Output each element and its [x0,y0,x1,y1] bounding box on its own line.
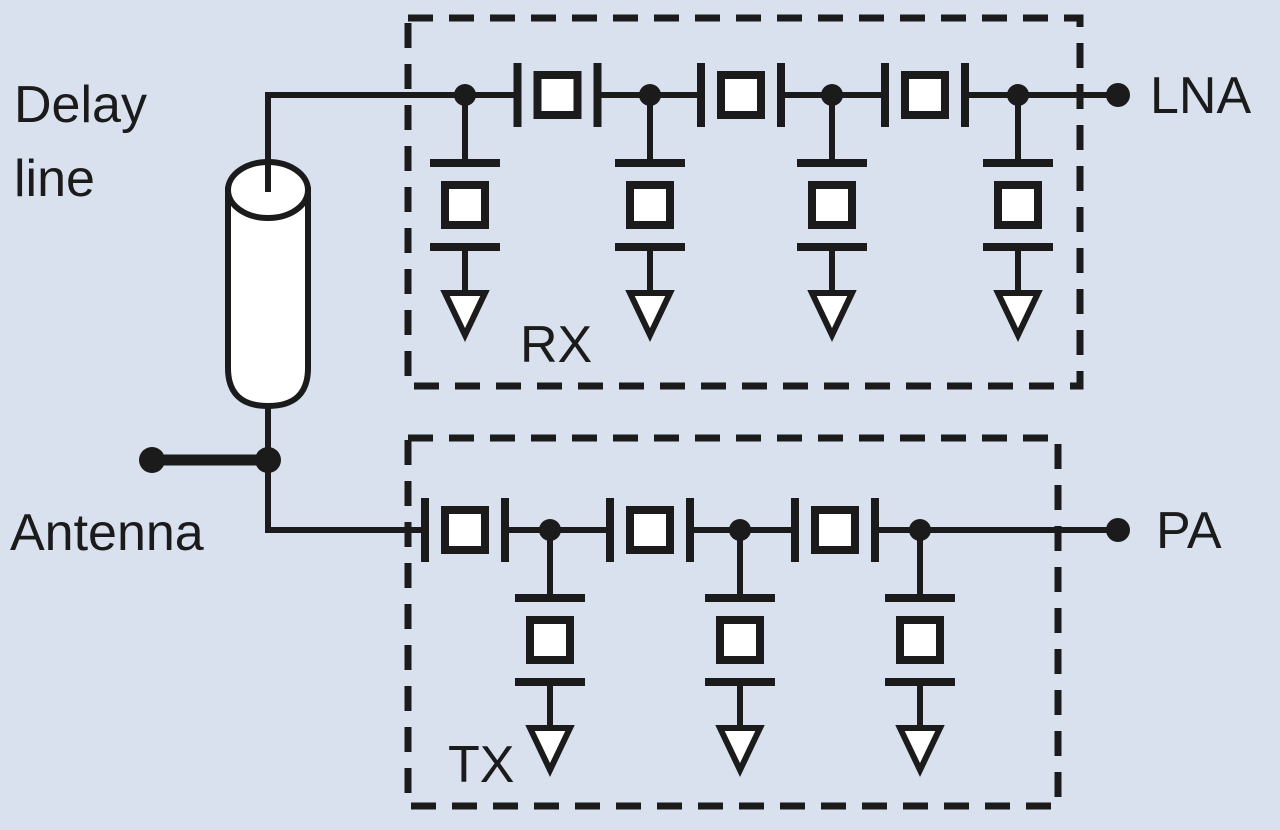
antenna-label: Antenna [10,504,204,562]
rx-node-dot [1007,84,1029,106]
antenna-junction-dot [255,447,281,473]
rx-node-dot [821,84,843,106]
tx-block-label: TX [448,736,514,794]
pa-port-dot [1106,518,1130,542]
tx-node-dot [729,519,751,541]
rx-block-label: RX [520,316,592,374]
rx-node-dot [454,84,476,106]
rx-dashed-box [404,14,1084,390]
tx-node-dot [539,519,561,541]
rx-node-dot [639,84,661,106]
delay-line-body [225,187,311,410]
antenna-stub [139,447,281,473]
tx-node-dot [909,519,931,541]
tx-dashed-box [404,434,1062,810]
delay-line-label-line2: line [14,150,95,208]
lna-port-dot [1106,83,1130,107]
antenna-port-dot [139,447,165,473]
pa-port-label: PA [1156,502,1222,560]
lna-port-label: LNA [1150,67,1251,125]
delay-line-label-line1: Delay [14,76,147,134]
delay-line-symbol [225,159,311,410]
